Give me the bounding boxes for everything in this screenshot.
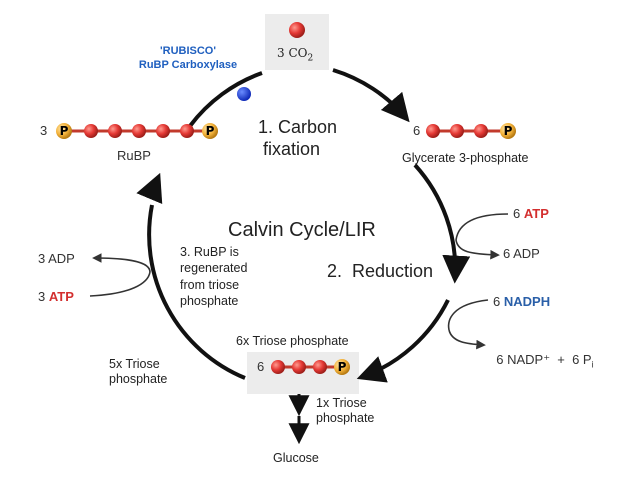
- glycerate-count: 6: [413, 123, 421, 138]
- atp-in-count: 6: [513, 206, 521, 221]
- export-line2: phosphate: [316, 411, 375, 425]
- co2-label: 3 CO2: [277, 46, 313, 64]
- step3-label: 3. RuBP is regenerated from triose phosp…: [180, 244, 247, 309]
- nadp-out-text: 6 NADP⁺ + 6 P: [496, 351, 592, 367]
- rubp-molecule: P P: [56, 123, 218, 139]
- rubp-phosphate-symbol: P: [60, 124, 69, 138]
- adp-out-label: 6 ADP: [503, 246, 540, 261]
- atp-left-label: 3 ATP: [38, 289, 74, 305]
- glycerate-label: Glycerate 3-phosphate: [402, 151, 529, 165]
- rubp-phosphate-right: [202, 123, 218, 139]
- triose-carbon: [313, 360, 327, 374]
- recycle-line2: phosphate: [109, 372, 168, 386]
- rubisco-enzyme-dot: [237, 87, 251, 101]
- rubp-carbon: [132, 124, 146, 138]
- nadp-out-label: 6 NADP⁺ + 6 Pi: [489, 336, 594, 370]
- step1-line1: 1. Carbon: [258, 117, 338, 137]
- step3-line3: from triose: [180, 277, 240, 292]
- adp-left-label: 3 ADP: [38, 251, 75, 266]
- glucose-label: Glucose: [273, 451, 319, 465]
- step2-label: 2. Reduction: [327, 261, 434, 281]
- triose-molecule: P: [271, 359, 350, 375]
- glycerate-phosphate-symbol: P: [504, 124, 513, 138]
- rubp-carbon: [156, 124, 170, 138]
- rubp-count: 3: [40, 123, 48, 138]
- triose-carbon: [292, 360, 306, 374]
- atp-left-name: ATP: [48, 289, 74, 304]
- atp-left-count: 3: [38, 289, 46, 304]
- rubp-phosphate-symbol: P: [206, 124, 215, 138]
- cycle-arcs: [136, 68, 471, 383]
- glycerate-molecule: P: [426, 123, 516, 139]
- nadp-out-sub: i: [591, 359, 594, 370]
- rubp-carbon: [180, 124, 194, 138]
- rubp-phosphate-left: [56, 123, 72, 139]
- step1-label: 1. Carbon fixation: [258, 117, 337, 160]
- rubisco-label: 'RUBISCO' RuBP Carboxylase: [118, 45, 258, 73]
- co2-label-sub: 2: [307, 53, 314, 64]
- step3-line1: 3. RuBP is: [180, 245, 239, 259]
- glycerate-carbon: [474, 124, 488, 138]
- nadph-in-count: 6: [493, 294, 501, 309]
- triose-count: 6: [257, 359, 265, 374]
- export-label: 1x Triose phosphate: [316, 396, 374, 426]
- regeneration-side-arrows: [89, 253, 151, 297]
- glycerate-carbon: [426, 124, 440, 138]
- triose-header: 6x Triose phosphate: [236, 334, 349, 348]
- triose-phosphate-symbol: P: [338, 360, 347, 374]
- reduction-side-arrows: [447, 213, 509, 350]
- rubisco-name: 'RUBISCO': [160, 45, 216, 57]
- triose-phosphate: [334, 359, 350, 375]
- step3-line4: phosphate: [180, 293, 239, 308]
- step1-line2: fixation: [263, 138, 321, 159]
- recycle-label: 5x Triose phosphate: [109, 357, 167, 387]
- cycle-title: Calvin Cycle/LIR: [228, 219, 376, 241]
- co2-label-text: 3 CO: [277, 46, 308, 60]
- nadph-in-label: 6 NADPH: [493, 294, 550, 310]
- step3-line2: regenerated: [180, 261, 248, 276]
- nadph-in-name: NADPH: [503, 294, 551, 309]
- rubp-label: RuBP: [117, 148, 151, 163]
- rubp-carbon: [108, 124, 122, 138]
- rubp-carbon: [84, 124, 98, 138]
- rubisco-enzyme-name: RuBP Carboxylase: [138, 58, 238, 71]
- glycerate-carbon: [450, 124, 464, 138]
- atp-in-name: ATP: [523, 206, 549, 221]
- export-line1: 1x Triose: [316, 396, 367, 410]
- co2-carbon-atom: [289, 22, 305, 38]
- triose-carbon: [271, 360, 285, 374]
- recycle-line1: 5x Triose: [109, 357, 160, 371]
- glycerate-phosphate: [500, 123, 516, 139]
- atp-in-label: 6 ATP: [513, 206, 549, 222]
